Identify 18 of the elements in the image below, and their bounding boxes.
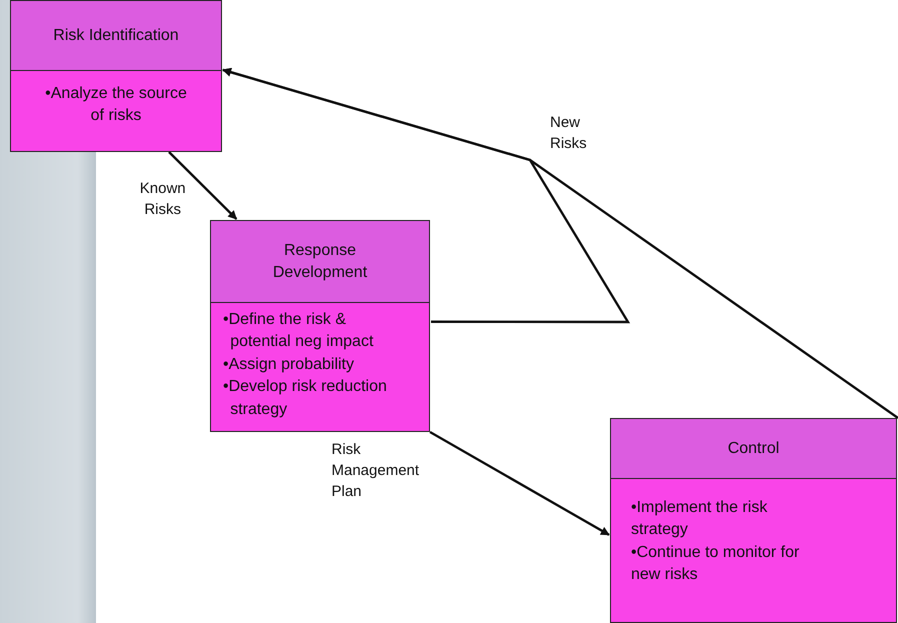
bullet-text: •Develop risk reduction strategy bbox=[223, 377, 388, 420]
arrow bbox=[429, 430, 610, 536]
process-box bbox=[210, 220, 430, 432]
bullet-text: •Implement the risk strategy bbox=[631, 498, 768, 540]
box-heading: Response Development bbox=[272, 240, 368, 282]
edge-label: Known Risks bbox=[138, 178, 187, 220]
edge-label: Risk Management Plan bbox=[332, 440, 420, 502]
bullet-text: •Analyze the source of risks bbox=[44, 84, 188, 126]
bullet-text: •Define the risk & potential neg impact bbox=[223, 310, 374, 352]
process-box bbox=[10, 0, 222, 152]
bullet-text: •Assign probability bbox=[223, 354, 354, 375]
arrow bbox=[168, 151, 238, 220]
process-box bbox=[610, 418, 897, 623]
box-heading: Control bbox=[726, 438, 780, 459]
edge-label: New Risks bbox=[550, 113, 588, 154]
arrow bbox=[222, 68, 630, 324]
box-heading: Risk Identification bbox=[52, 26, 180, 46]
bullet-text: •Continue to monitor for new risks bbox=[631, 542, 800, 586]
